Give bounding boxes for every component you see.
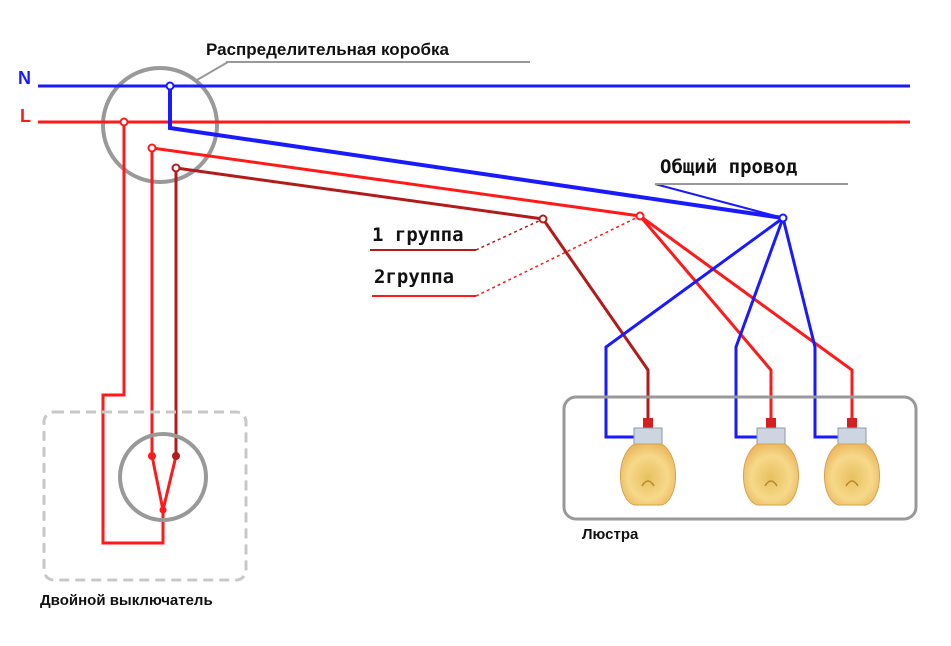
group1-leader	[475, 218, 544, 251]
group1-label: 1 группа	[372, 224, 464, 246]
group2-lamp3-wire	[639, 214, 854, 425]
common-wire-leader	[654, 183, 784, 219]
group2-wire	[150, 146, 641, 456]
junction-box-leader	[196, 61, 229, 81]
switch-box	[42, 410, 248, 582]
neutral-label: N	[18, 68, 31, 88]
common-neutral-wire	[168, 86, 784, 220]
neutral-lamp3-wire	[781, 217, 843, 439]
switch-label: Двойной выключатель	[40, 592, 213, 609]
junction-dots	[119, 81, 788, 224]
chandelier-label: Люстра	[582, 526, 639, 543]
double-switch-icon	[118, 432, 208, 522]
lamp-bulb-icon	[620, 418, 676, 506]
group2-label: 2группа	[374, 266, 455, 288]
lamp-bulb-icon	[824, 418, 880, 506]
junction-box-circle	[101, 66, 219, 184]
junction-box-label: Распределительная коробка	[206, 40, 449, 59]
group2-lamp2-wire	[638, 215, 773, 425]
chandelier-box	[562, 395, 918, 521]
group1-lamp1-wire	[541, 218, 650, 425]
group2-leader	[475, 215, 641, 297]
lamp-bulb-icon	[743, 418, 799, 506]
live-to-switch-wire	[101, 122, 165, 545]
neutral-lamp2-wire	[734, 217, 785, 439]
live-label: L	[20, 106, 31, 126]
common-wire-label: Общий провод	[660, 156, 798, 178]
neutral-lamp1-wire	[604, 216, 784, 439]
